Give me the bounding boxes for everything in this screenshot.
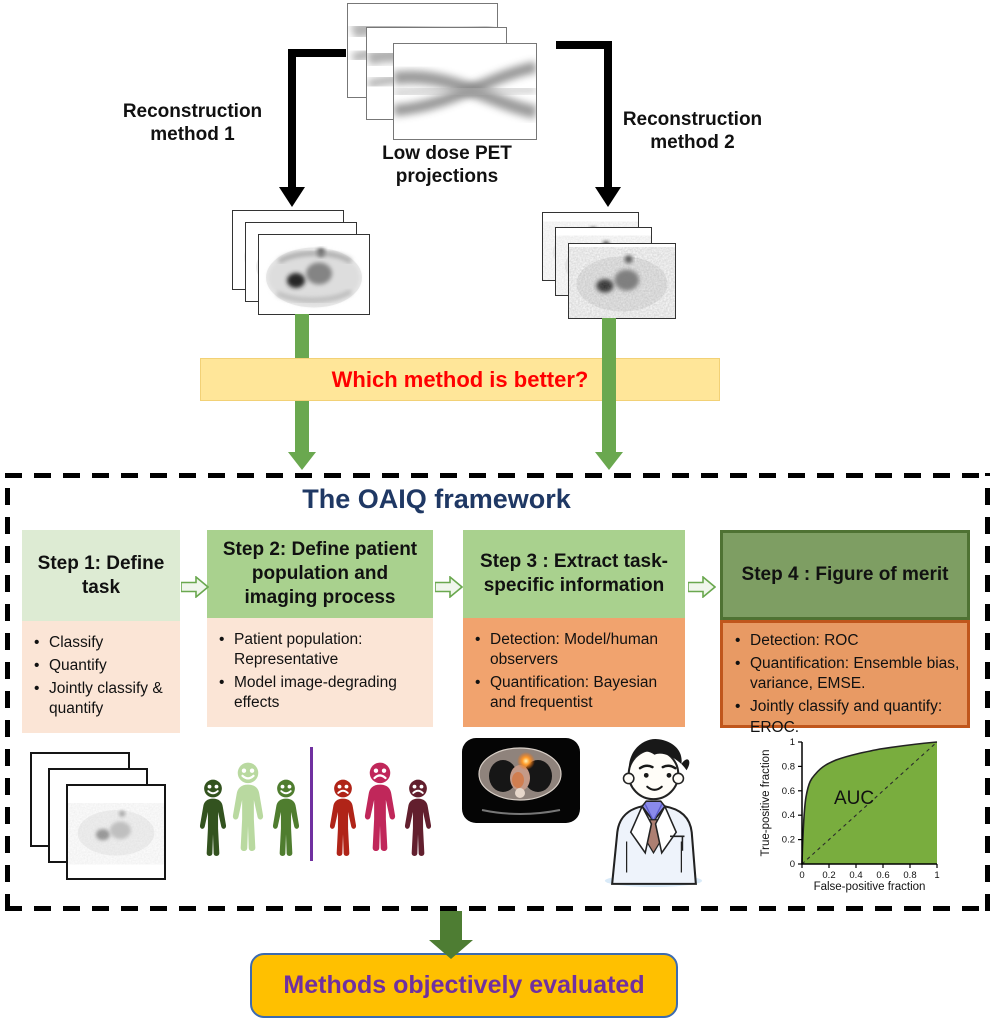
outcome-text: Methods objectively evaluated xyxy=(283,971,645,999)
step2-bullet: Patient population: Representative xyxy=(215,630,427,670)
pet-ct-image xyxy=(462,738,580,823)
step3-body: Detection: Model/human observers Quantif… xyxy=(463,618,685,727)
step2-bullet: Model image-degrading effects xyxy=(215,673,427,713)
step3-header: Step 3 : Extract task-specific informati… xyxy=(463,530,685,618)
outcome-box: Methods objectively evaluated xyxy=(250,953,678,1018)
x-tick-label: 0 xyxy=(799,870,804,881)
auc-annotation: AUC xyxy=(834,788,874,809)
green-arrow-left-head xyxy=(288,452,316,470)
y-tick-label: 0 xyxy=(790,859,795,870)
framework-title: The OAIQ framework xyxy=(302,484,571,514)
step4-body: Detection: ROC Quantification: Ensemble … xyxy=(720,620,970,736)
population-divider xyxy=(310,747,313,861)
step1-bullet: Classify xyxy=(30,633,174,653)
y-tick-label: 0.6 xyxy=(782,786,795,797)
step1-box: Step 1: Define task Classify Quantify Jo… xyxy=(22,530,180,733)
question-banner: Which method is better? xyxy=(200,358,720,401)
step3-box: Step 3 : Extract task-specific informati… xyxy=(463,530,685,727)
x-tick-label: 0.4 xyxy=(849,870,862,881)
step3-bullet: Quantification: Bayesian and frequentist xyxy=(471,673,679,713)
x-tick-label: 0.8 xyxy=(903,870,916,881)
step4-box: Step 4 : Figure of merit Detection: ROC … xyxy=(720,530,970,736)
person-icon-green-light xyxy=(232,762,264,851)
person-icon-red xyxy=(329,779,357,856)
sinogram-image-front xyxy=(393,43,537,140)
step1-bullet: Jointly classify & quantify xyxy=(30,679,174,719)
recon1-slice-front xyxy=(258,234,370,315)
recon-method2-label: Reconstruction method 2 xyxy=(622,109,763,154)
roc-curve-line xyxy=(801,741,938,865)
step3-to-step4-arrow-icon xyxy=(688,576,716,598)
roc-chart: 0 0.2 0.4 0.6 0.8 1 0 0.2 0.4 0.6 0.8 1 … xyxy=(747,732,967,897)
step2-header: Step 2: Define patient population and im… xyxy=(207,530,433,618)
step3-bullet: Detection: Model/human observers xyxy=(471,630,679,670)
outcome-arrow-head xyxy=(429,940,473,959)
green-arrow-right-head xyxy=(595,452,623,470)
elbow-arrow-left-vertical xyxy=(288,49,296,188)
elbow-arrow-left-horizontal xyxy=(288,49,346,57)
x-tick-label: 0.6 xyxy=(876,870,889,881)
projections-label: Low dose PET projections xyxy=(382,143,512,188)
elbow-arrow-right-horizontal xyxy=(556,41,612,49)
roc-y-axis-label: True-positive fraction xyxy=(760,750,772,857)
person-icon-crimson xyxy=(364,762,396,851)
elbow-arrow-right-vertical xyxy=(604,41,612,188)
y-tick-label: 0.2 xyxy=(782,835,795,846)
elbow-arrow-right-head xyxy=(595,187,621,207)
task-image-front xyxy=(66,784,166,880)
step1-body: Classify Quantify Jointly classify & qua… xyxy=(22,621,180,733)
step4-bullet: Quantification: Ensemble bias, variance,… xyxy=(731,654,961,694)
recon-method1-label: Reconstruction method 1 xyxy=(122,101,263,146)
step1-header: Step 1: Define task xyxy=(22,530,180,621)
y-tick-label: 0.4 xyxy=(782,810,795,821)
step2-body: Patient population: Representative Model… xyxy=(207,618,433,727)
y-tick-label: 0.8 xyxy=(782,761,795,772)
chance-diagonal-line xyxy=(801,741,938,865)
person-icon-green-dark xyxy=(199,779,227,856)
step2-to-step3-arrow-icon xyxy=(435,576,463,598)
recon2-slice-front xyxy=(568,243,676,319)
green-arrow-right-shaft xyxy=(602,318,616,453)
person-icon-maroon xyxy=(404,779,432,856)
step1-to-step2-arrow-icon xyxy=(181,576,209,598)
elbow-arrow-left-head xyxy=(279,187,305,207)
roc-x-axis-label: False-positive fraction xyxy=(814,881,926,893)
y-tick-label: 1 xyxy=(790,737,795,748)
step2-box: Step 2: Define patient population and im… xyxy=(207,530,433,727)
x-tick-label: 0.2 xyxy=(822,870,835,881)
step4-bullet: Detection: ROC xyxy=(731,631,961,651)
step1-bullet: Quantify xyxy=(30,656,174,676)
person-icon-green-medium xyxy=(272,779,300,856)
question-banner-text: Which method is better? xyxy=(331,366,589,392)
outcome-arrow-shaft xyxy=(440,911,462,941)
step4-header: Step 4 : Figure of merit xyxy=(720,530,970,620)
x-tick-label: 1 xyxy=(934,870,939,881)
step4-bullet: Jointly classify and quantify: EROC. xyxy=(731,697,961,737)
doctor-illustration xyxy=(604,738,703,887)
